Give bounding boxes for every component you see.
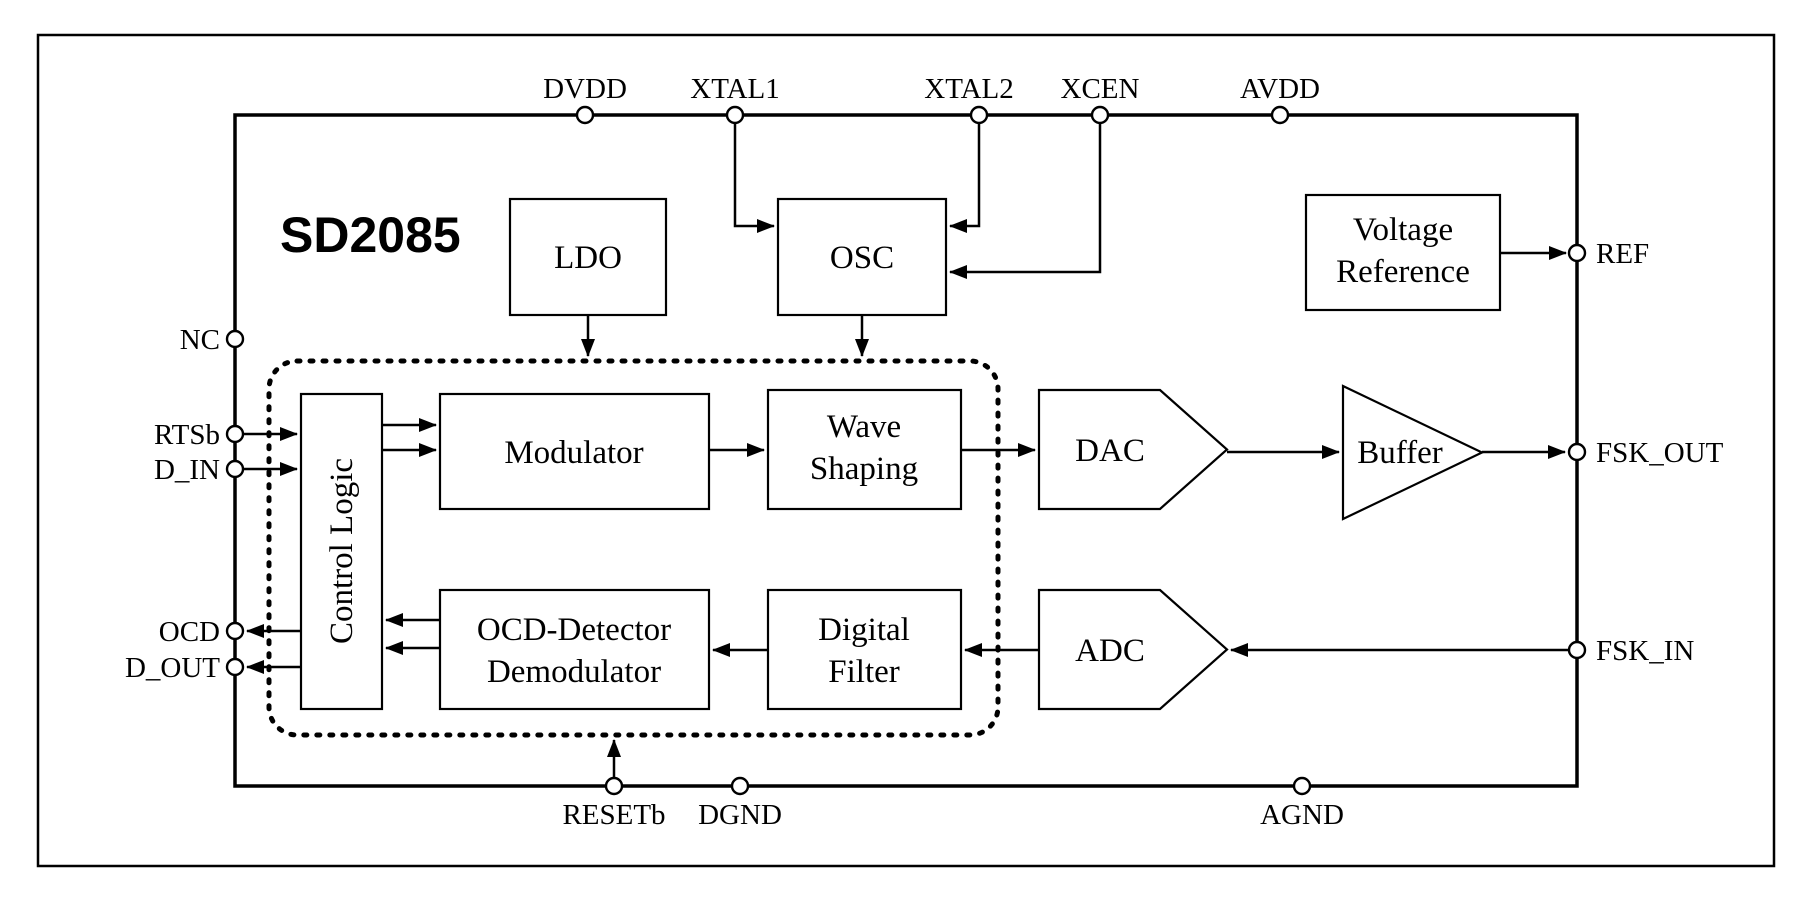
pin-fskin xyxy=(1567,640,1587,660)
pin-ref xyxy=(1567,243,1587,263)
pin-label-ref: REF xyxy=(1596,238,1649,270)
adc-label: ADC xyxy=(1075,633,1145,669)
pin-label-xtal2: XTAL2 xyxy=(924,73,1014,105)
chip-title: SD2085 xyxy=(280,207,461,263)
ocd-detector-demodulator-block xyxy=(438,588,711,711)
wave-shaping-block xyxy=(766,388,963,511)
digital-filter-label-line2: Filter xyxy=(828,654,900,690)
pin-label-dout: D_OUT xyxy=(125,652,220,684)
modulator-label: Modulator xyxy=(504,435,643,471)
pin-label-fskout: FSK_OUT xyxy=(1596,437,1724,469)
pin-ocd xyxy=(225,621,245,641)
digital-filter-block xyxy=(766,588,963,711)
pin-label-resetb: RESETb xyxy=(562,799,665,831)
buffer-label: Buffer xyxy=(1357,435,1443,471)
voltage-reference-label-line1: Voltage xyxy=(1353,212,1453,248)
ocd-detector-demodulator-label-line1: OCD-Detector xyxy=(477,612,671,648)
page-frame xyxy=(36,33,1776,868)
ldo-label: LDO xyxy=(554,240,622,276)
pin-label-rtsb: RTSb xyxy=(154,419,220,451)
pin-nc xyxy=(225,329,245,349)
pin-label-dgnd: DGND xyxy=(698,799,782,831)
voltage-reference-label-line2: Reference xyxy=(1336,254,1470,290)
pin-din xyxy=(225,459,245,479)
dac-block xyxy=(1037,388,1229,511)
pin-dvdd xyxy=(575,105,595,125)
digital-filter-label-line1: Digital xyxy=(818,612,910,648)
pin-resetb xyxy=(604,776,624,796)
pin-xtal1 xyxy=(725,105,745,125)
wire-xtal2-to-osc xyxy=(949,123,981,233)
control-logic-label: Control Logic xyxy=(324,458,360,644)
digital-core-dashed-region xyxy=(266,358,1001,738)
modulator-block xyxy=(438,392,711,511)
pin-dout xyxy=(225,657,245,677)
pin-xtal2 xyxy=(969,105,989,125)
dac-label: DAC xyxy=(1075,433,1145,469)
wire-xcen-to-osc xyxy=(949,123,1102,279)
pin-label-fskin: FSK_IN xyxy=(1596,635,1694,667)
pin-dgnd xyxy=(730,776,750,796)
voltage-reference-block xyxy=(1304,193,1502,312)
adc-block xyxy=(1037,588,1229,711)
pin-rtsb xyxy=(225,424,245,444)
pin-fskout xyxy=(1567,442,1587,462)
pin-label-din: D_IN xyxy=(154,454,220,486)
pin-label-agnd: AGND xyxy=(1260,799,1344,831)
pin-label-avdd: AVDD xyxy=(1240,73,1320,105)
pin-label-dvdd: DVDD xyxy=(543,73,627,105)
pin-label-xtal1: XTAL1 xyxy=(690,73,780,105)
control-logic-block xyxy=(299,392,384,711)
pin-label-nc: NC xyxy=(180,324,220,356)
ocd-detector-demodulator-label-line2: Demodulator xyxy=(487,654,661,690)
wire-xtal1-to-osc xyxy=(733,123,775,233)
wave-shaping-label-line1: Wave xyxy=(827,409,901,445)
wave-shaping-label-line2: Shaping xyxy=(810,451,918,487)
pin-xcen xyxy=(1090,105,1110,125)
pin-avdd xyxy=(1270,105,1290,125)
pin-agnd xyxy=(1292,776,1312,796)
buffer-block xyxy=(1341,384,1485,521)
pin-label-ocd: OCD xyxy=(159,616,220,648)
osc-block xyxy=(776,197,948,317)
osc-label: OSC xyxy=(830,240,894,276)
pin-label-xcen: XCEN xyxy=(1061,73,1140,105)
